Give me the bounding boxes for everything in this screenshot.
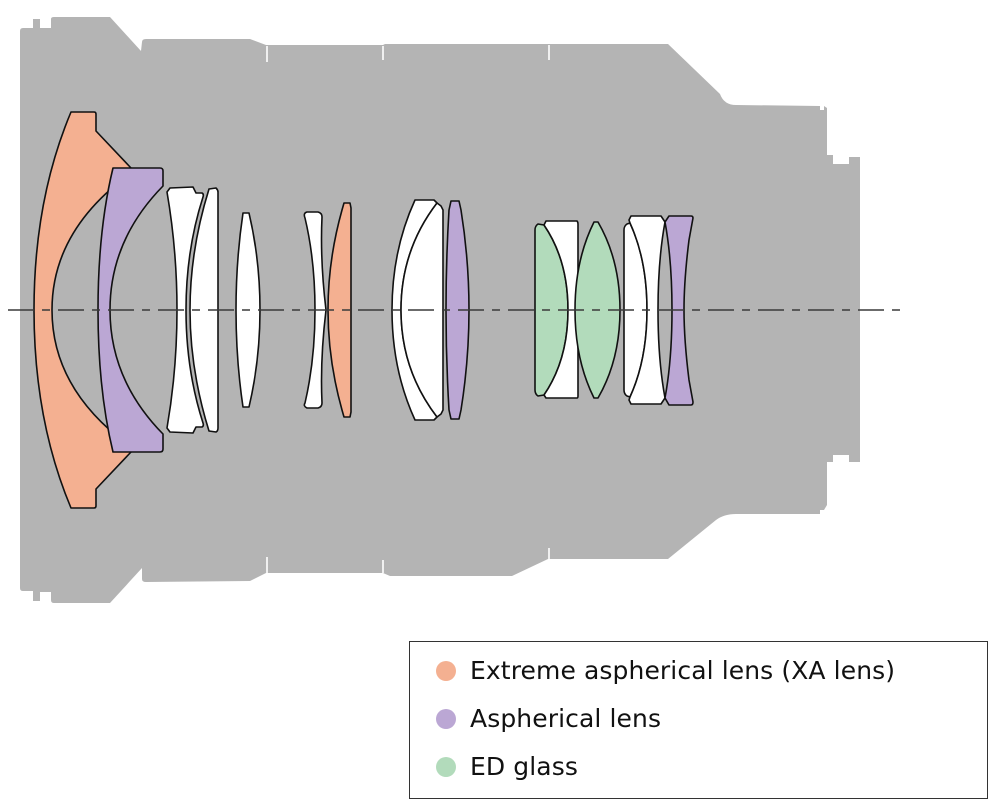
legend-item-xa: Extreme aspherical lens (XA lens) [436, 656, 895, 685]
aspherical-lens-swatch-icon [436, 708, 456, 729]
lens-element-4 [189, 187, 219, 433]
xa-lens-swatch-icon [436, 660, 456, 681]
lens-diagram [8, 17, 903, 603]
legend-label-ed: ED glass [470, 752, 578, 781]
legend: Extreme aspherical lens (XA lens) Aspher… [409, 641, 988, 799]
legend-label-aspherical: Aspherical lens [470, 704, 662, 733]
ed-glass-swatch-icon [436, 756, 456, 777]
lens-element-12 [543, 220, 579, 399]
legend-item-aspherical: Aspherical lens [436, 704, 661, 733]
legend-item-ed: ED glass [436, 752, 578, 781]
legend-label-xa: Extreme aspherical lens (XA lens) [470, 656, 896, 685]
lens-element-7 [327, 202, 352, 418]
lens-element-10 [445, 200, 470, 420]
